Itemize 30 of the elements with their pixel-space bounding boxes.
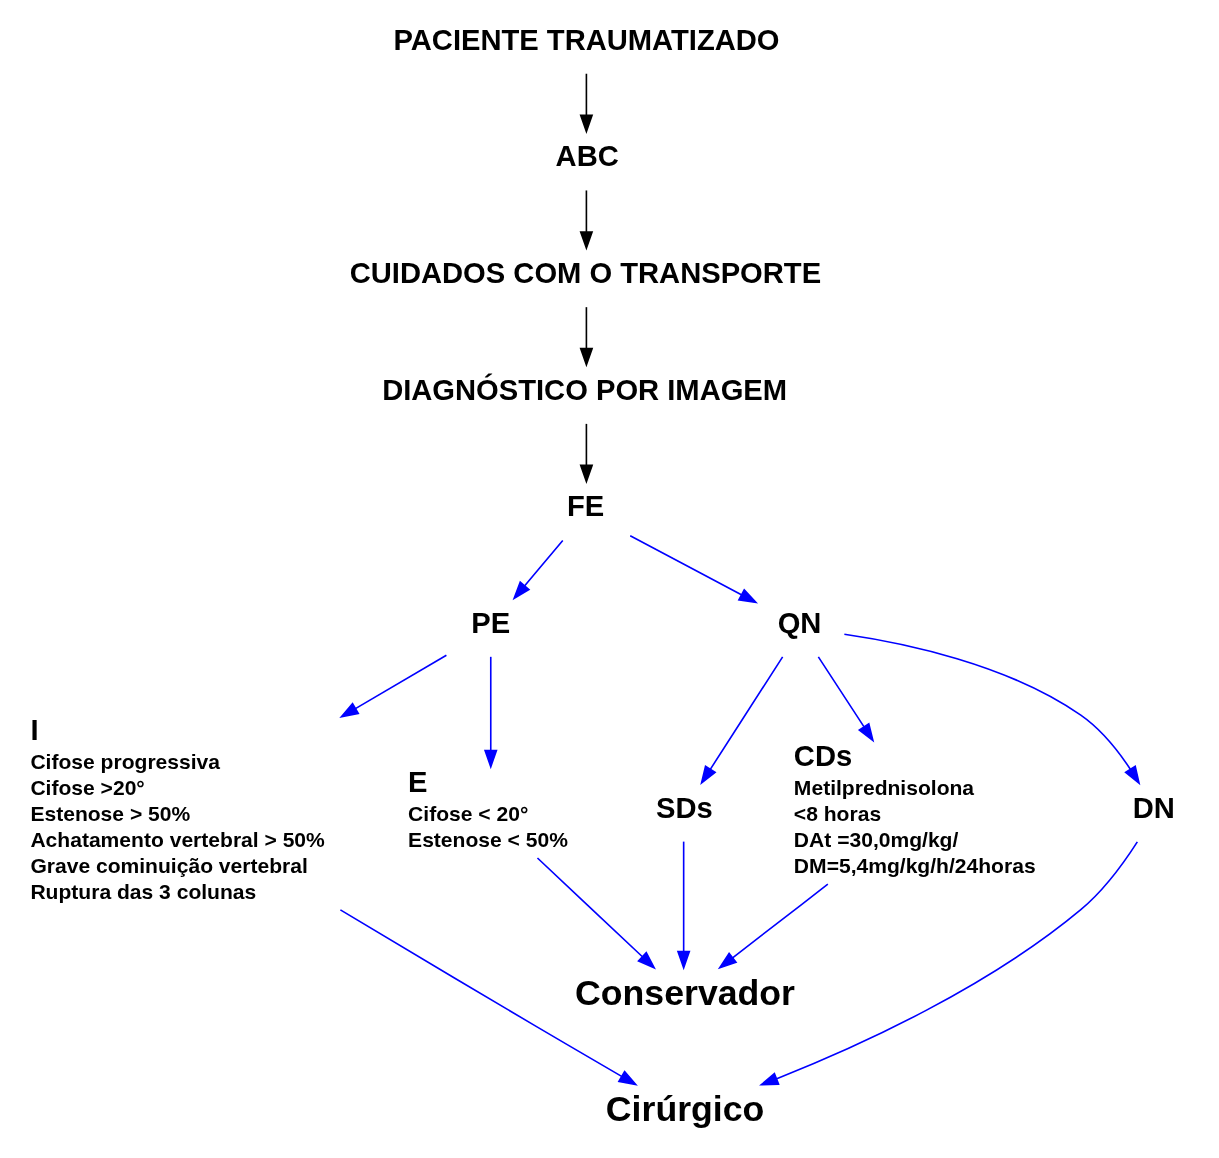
arrow (676, 840, 691, 971)
arrow (717, 883, 829, 970)
node-text: SDs (656, 791, 713, 824)
arrow (817, 656, 875, 743)
node-text: DIAGNÓSTICO POR IMAGEM (382, 373, 788, 406)
node-text: DN (1132, 791, 1175, 824)
arrow (843, 633, 1141, 786)
arrow (579, 189, 594, 251)
arrow (512, 539, 564, 601)
node-text: QN (777, 607, 822, 640)
arrow (339, 654, 448, 719)
node-text: FE (566, 490, 605, 523)
node-text: PE (471, 607, 511, 640)
arrow (579, 423, 594, 485)
arrow (339, 909, 638, 1086)
arrow (579, 72, 594, 134)
node-text: CDs Metilprednisolona <8 horas DAt =30,0mg/kg/ DM=5,4mg/kg/h/24horas (793, 740, 1036, 878)
arrow (483, 656, 498, 770)
node-text: CUIDADOS COM O TRANSPORTE (349, 257, 822, 290)
arrow (700, 656, 784, 786)
node-text: I Cifose progressiva Cifose >20° Estenose > 50% Achatamento vertebral > 50% Grave cominuição vertebral Ruptura das 3 colunas (30, 714, 325, 903)
node-text: E Cifose < 20° Estenose < 50% (408, 766, 568, 852)
node-text: ABC (555, 140, 619, 173)
node-text: Cirúrgico (605, 1089, 765, 1130)
arrow (579, 306, 594, 368)
arrow (759, 841, 1139, 1086)
arrow (629, 534, 759, 604)
arrow (536, 857, 656, 970)
node-text: PACIENTE TRAUMATIZADO (393, 23, 780, 56)
node-text: Conservador (575, 972, 796, 1013)
